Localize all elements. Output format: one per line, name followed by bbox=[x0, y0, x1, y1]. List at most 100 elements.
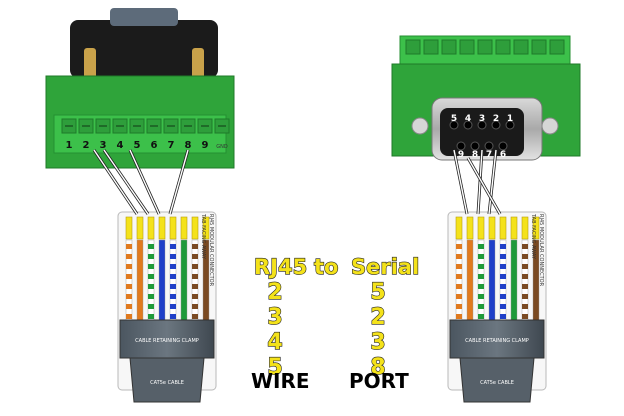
db9-pin-label: 3 bbox=[479, 114, 485, 124]
stripe bbox=[170, 314, 176, 319]
stripe bbox=[522, 244, 528, 249]
stripe bbox=[170, 264, 176, 269]
stripe bbox=[148, 304, 154, 309]
footer-port: PORT bbox=[349, 369, 409, 393]
stripe bbox=[126, 294, 132, 299]
stripe bbox=[456, 254, 462, 259]
mapping-header-right: Serial bbox=[351, 255, 419, 279]
stripe bbox=[500, 274, 506, 279]
port-number: 8 bbox=[370, 355, 385, 380]
wire-number: 3 bbox=[267, 305, 282, 330]
stripe bbox=[192, 244, 198, 249]
db9-socket bbox=[484, 141, 494, 151]
stripe bbox=[192, 304, 198, 309]
stripe bbox=[522, 264, 528, 269]
footer-wire: WIRE bbox=[251, 369, 310, 393]
terminal-screw bbox=[405, 39, 421, 55]
stripe bbox=[148, 264, 154, 269]
stripe bbox=[170, 274, 176, 279]
terminal-screw bbox=[495, 39, 511, 55]
wire-number: 5 bbox=[267, 355, 282, 380]
gold-contact bbox=[455, 216, 463, 240]
terminal-label: 2 bbox=[83, 140, 90, 151]
stripe bbox=[126, 284, 132, 289]
terminal-screw bbox=[549, 39, 565, 55]
stripe bbox=[478, 284, 484, 289]
terminal-label: 3 bbox=[100, 140, 107, 151]
stripe bbox=[500, 244, 506, 249]
db9-metal-top bbox=[110, 8, 178, 26]
terminal-screw bbox=[513, 39, 529, 55]
gold-contact bbox=[466, 216, 474, 240]
cable-sheath bbox=[459, 357, 535, 403]
db9-socket bbox=[456, 141, 466, 151]
stripe bbox=[170, 294, 176, 299]
conductor bbox=[510, 239, 518, 321]
gold-contact bbox=[158, 216, 166, 240]
port-number: 3 bbox=[370, 330, 385, 355]
stripe bbox=[522, 294, 528, 299]
stripe bbox=[522, 274, 528, 279]
stripe bbox=[192, 284, 198, 289]
stripe bbox=[126, 244, 132, 249]
stripe bbox=[192, 264, 198, 269]
db9-pin-label: 4 bbox=[465, 114, 471, 124]
gold-contact bbox=[488, 216, 496, 240]
stripe bbox=[478, 314, 484, 319]
port-number: 2 bbox=[370, 305, 385, 330]
terminal-label: GND bbox=[216, 144, 228, 150]
standoff-left-right-board bbox=[411, 117, 429, 135]
jumper-wire-core bbox=[129, 149, 160, 215]
wire-number: 2 bbox=[267, 280, 282, 305]
db9-pin-label: 2 bbox=[493, 114, 499, 124]
conductor bbox=[180, 239, 188, 321]
stripe bbox=[192, 254, 198, 259]
stripe bbox=[522, 284, 528, 289]
terminal-screw bbox=[477, 39, 493, 55]
cable-sheath bbox=[129, 357, 205, 403]
terminal-screw bbox=[459, 39, 475, 55]
stripe bbox=[192, 314, 198, 319]
db9-pin-label: 6 bbox=[500, 150, 506, 160]
gold-contact bbox=[125, 216, 133, 240]
stripe bbox=[456, 314, 462, 319]
gold-contact bbox=[169, 216, 177, 240]
stripe bbox=[478, 274, 484, 279]
conductor bbox=[158, 239, 166, 321]
terminal-label: 7 bbox=[168, 140, 175, 151]
gold-contact bbox=[477, 216, 485, 240]
stripe bbox=[126, 264, 132, 269]
stripe bbox=[170, 284, 176, 289]
stripe bbox=[148, 284, 154, 289]
db9-socket bbox=[491, 120, 501, 130]
gold-contact bbox=[147, 216, 155, 240]
terminal-label: 8 bbox=[185, 140, 192, 151]
stripe bbox=[500, 264, 506, 269]
mapping-table: RJ45 to Serial 2 5 3 2 4 3 5 8 WIRE PORT bbox=[251, 254, 420, 393]
stripe bbox=[500, 314, 506, 319]
stripe bbox=[478, 264, 484, 269]
stripe bbox=[126, 314, 132, 319]
stripe bbox=[522, 304, 528, 309]
stripe bbox=[500, 294, 506, 299]
clamp-label: CABLE RETAINING CLAMP bbox=[135, 338, 199, 344]
db9-pin-label: 5 bbox=[451, 114, 457, 124]
clamp-label: CABLE RETAINING CLAMP bbox=[465, 338, 529, 344]
plug-side-label: RJ45 MODULAR CONNECTOR bbox=[538, 214, 544, 287]
terminal-block bbox=[53, 114, 227, 154]
standoff-right-right-board bbox=[541, 117, 559, 135]
db9-pin-label: 7 bbox=[486, 150, 492, 160]
gold-contact bbox=[180, 216, 188, 240]
stripe bbox=[148, 244, 154, 249]
stripe bbox=[478, 254, 484, 259]
jumper-wire-core bbox=[453, 149, 468, 215]
db9-socket bbox=[498, 141, 508, 151]
jumper-wire-core bbox=[467, 157, 501, 215]
db9-pin-label: 9 bbox=[458, 150, 464, 160]
port-number: 5 bbox=[370, 280, 385, 305]
gold-contact bbox=[191, 216, 199, 240]
db9-socket bbox=[449, 120, 459, 130]
